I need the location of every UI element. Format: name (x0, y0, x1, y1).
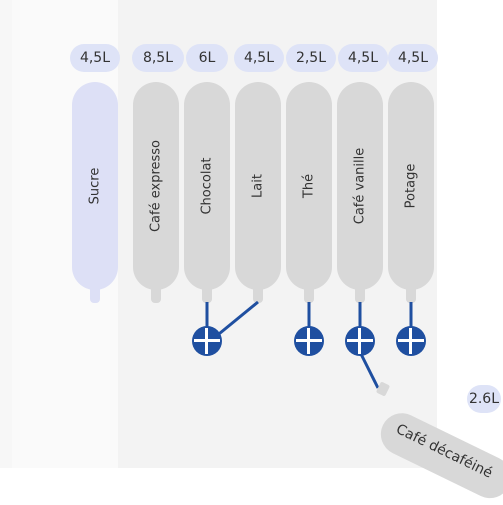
pipe-lines (205, 300, 413, 389)
valve-cafe-vanille-icon[interactable] (345, 326, 375, 356)
spout-chocolat (202, 286, 212, 303)
canister-the[interactable]: Thé (286, 82, 332, 290)
valve-chocolat-lait-icon[interactable] (192, 326, 222, 356)
panel-edge (0, 0, 12, 468)
volume-badge-chocolat: 6L (186, 44, 228, 72)
spout-cafe-expresso (151, 286, 161, 303)
spout-cafe-vanille (355, 286, 365, 303)
canister-lait[interactable]: Lait (235, 82, 281, 290)
spout-the (304, 286, 314, 303)
volume-badge-cafe-vanille: 4,5L (338, 44, 388, 72)
volume-badge-the: 2,5L (286, 44, 336, 72)
volume-badge-cafe-expresso: 8,5L (132, 44, 184, 72)
valve-potage-icon[interactable] (396, 326, 426, 356)
canister-sucre[interactable]: Sucre (72, 82, 118, 290)
volume-badge-potage: 4,5L (388, 44, 438, 72)
canister-cafe-vanille[interactable]: Café vanille (337, 82, 383, 290)
pipe-decafeine (358, 351, 380, 389)
spout-potage (406, 286, 416, 303)
volume-badge-cafe-decafeine: 2.6L (467, 385, 501, 413)
volume-badge-sucre: 4,5L (70, 44, 120, 72)
pipe-lait (213, 300, 259, 340)
spout-sucre (90, 286, 100, 303)
canister-potage[interactable]: Potage (388, 82, 434, 290)
valve-the-icon[interactable] (294, 326, 324, 356)
spout-lait (253, 286, 263, 303)
canister-chocolat[interactable]: Chocolat (184, 82, 230, 290)
canister-cafe-expresso[interactable]: Café expresso (133, 82, 179, 290)
volume-badge-lait: 4,5L (234, 44, 284, 72)
